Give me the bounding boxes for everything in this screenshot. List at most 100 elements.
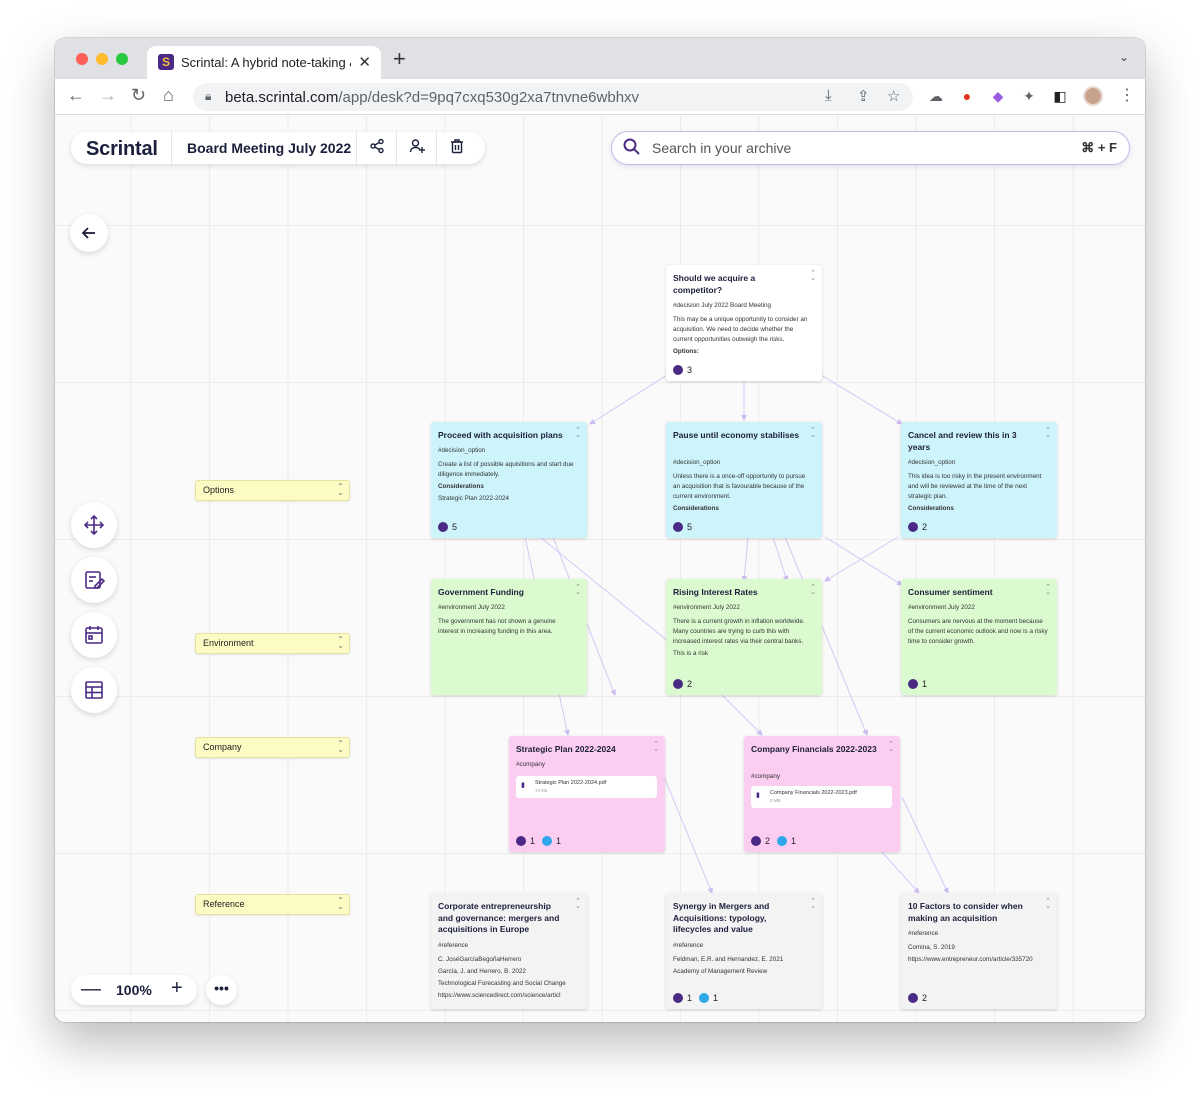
card-acquire-competitor[interactable]: Should we acquire a competitor? ⌃⌄ #deci… xyxy=(666,265,822,381)
card-footer: 1 1 xyxy=(673,993,718,1003)
collapse-icon[interactable]: ⌃⌄ xyxy=(810,270,816,282)
close-tab-icon[interactable]: ✕ xyxy=(358,54,371,71)
lane-label: Options xyxy=(203,485,235,495)
card-footer: 1 1 xyxy=(516,836,561,846)
add-collaborator-icon[interactable] xyxy=(406,138,428,158)
expand-collapse-icon[interactable]: ⌃⌄ xyxy=(337,635,344,650)
link-count: 1 xyxy=(687,993,693,1003)
scrintal-logo[interactable]: Scrintal xyxy=(86,138,158,160)
collapse-icon[interactable]: ⌃⌄ xyxy=(575,584,581,596)
lane-company[interactable]: Company ⌃⌄ xyxy=(195,737,350,758)
collapse-icon[interactable]: ⌃⌄ xyxy=(810,584,816,596)
card-text: Strategic Plan 2022-2024 xyxy=(438,495,510,502)
card-company-financials[interactable]: Company Financials 2022-2023 ⌃⌄ #company… xyxy=(744,736,900,852)
card-text: Options: xyxy=(673,348,699,355)
collapse-icon[interactable]: ⌃⌄ xyxy=(653,741,659,753)
search-placeholder[interactable]: Search in your archive xyxy=(652,140,792,156)
collapse-icon[interactable]: ⌃⌄ xyxy=(810,898,816,910)
new-card-button[interactable] xyxy=(71,557,117,603)
card-link[interactable]: https://www.entrepreneur.com/article/335… xyxy=(908,956,1033,963)
collapse-icon[interactable]: ⌃⌄ xyxy=(1045,427,1051,439)
move-tool-button[interactable] xyxy=(71,502,117,548)
more-options-button[interactable]: ••• xyxy=(206,975,237,1005)
file-attachment[interactable]: ▮ Company Financials 2022-2023.pdf 2 MB xyxy=(751,786,892,808)
link-icon xyxy=(908,993,918,1003)
profile-avatar[interactable] xyxy=(1083,86,1103,106)
card-footer: 2 xyxy=(673,679,692,689)
back-button[interactable] xyxy=(70,214,108,252)
new-tab-button[interactable]: + xyxy=(393,46,406,71)
side-panel-icon[interactable]: ◧ xyxy=(1053,88,1067,104)
zoom-in-button[interactable]: + xyxy=(171,977,183,999)
bookmark-star-icon[interactable]: ☆ xyxy=(887,88,901,105)
link-icon xyxy=(751,836,761,846)
browser-menu-icon[interactable]: ⋮ xyxy=(1119,87,1135,104)
divider xyxy=(396,132,397,164)
pdf-file-icon: ▮ xyxy=(521,782,525,789)
calendar-button[interactable] xyxy=(71,612,117,658)
link-count: 1 xyxy=(530,836,536,846)
browser-toolbar: ← → ↻ ⌂ 🔒︎ beta.scrintal.com/app/desk?d=… xyxy=(55,79,1145,115)
search-icon xyxy=(622,137,642,157)
collapse-icon[interactable]: ⌃⌄ xyxy=(888,741,894,753)
extensions-puzzle-icon[interactable]: ✦ xyxy=(1023,88,1035,104)
card-footer: 1 xyxy=(908,679,927,689)
card-link[interactable]: https://www.sciencedirect.com/science/ar… xyxy=(438,992,561,999)
card-pause-economy[interactable]: Pause until economy stabilises ⌃⌄ #decis… xyxy=(666,422,822,538)
expand-collapse-icon[interactable]: ⌃⌄ xyxy=(337,739,344,754)
lane-environment[interactable]: Environment ⌃⌄ xyxy=(195,633,350,654)
collapse-icon[interactable]: ⌃⌄ xyxy=(575,427,581,439)
archive-search[interactable]: Search in your archive ⌘ + F xyxy=(611,131,1130,165)
card-title: Cancel and review this in 3 years xyxy=(908,430,1017,452)
browser-tab[interactable]: S Scrintal: A hybrid note-taking & ✕ xyxy=(147,46,381,79)
card-proceed-acquisition[interactable]: Proceed with acquisition plans ⌃⌄ #decis… xyxy=(431,422,587,538)
close-window-button[interactable] xyxy=(76,53,88,65)
card-rising-interest-rates[interactable]: Rising Interest Rates ⌃⌄ #environment Ju… xyxy=(666,579,822,695)
minimize-window-button[interactable] xyxy=(96,53,108,65)
connector xyxy=(784,536,868,736)
red-extension-icon[interactable]: ● xyxy=(962,88,972,104)
maximize-window-button[interactable] xyxy=(116,53,128,65)
home-icon[interactable]: ⌂ xyxy=(163,85,174,105)
card-strategic-plan[interactable]: Strategic Plan 2022-2024 ⌃⌄ #company ▮ S… xyxy=(509,736,665,852)
collapse-icon[interactable]: ⌃⌄ xyxy=(1045,584,1051,596)
lane-options[interactable]: Options ⌃⌄ xyxy=(195,480,350,501)
trash-icon[interactable] xyxy=(446,138,468,158)
color-extension-icon[interactable]: ◆ xyxy=(992,88,1004,104)
forward-arrow-icon[interactable]: → xyxy=(99,85,117,105)
link-count: 1 xyxy=(922,679,928,689)
share-page-icon[interactable]: ⇪ xyxy=(857,88,870,105)
collapse-icon[interactable]: ⌃⌄ xyxy=(810,427,816,439)
board-title[interactable]: Board Meeting July 2022 xyxy=(187,140,352,156)
expand-collapse-icon[interactable]: ⌃⌄ xyxy=(337,482,344,497)
card-consumer-sentiment[interactable]: Consumer sentiment ⌃⌄ #environment July … xyxy=(901,579,1057,695)
install-app-icon[interactable]: ⤓ xyxy=(825,87,832,104)
tab-list-chevron-icon[interactable]: ⌄ xyxy=(1118,50,1129,64)
file-icon xyxy=(777,836,788,846)
address-bar[interactable]: 🔒︎ beta.scrintal.com/app/desk?d=9pq7cxq5… xyxy=(193,83,913,111)
card-synergy-mergers[interactable]: Synergy in Mergers and Acquisitions: typ… xyxy=(666,893,822,1009)
card-cancel-review[interactable]: Cancel and review this in 3 years ⌃⌄ #de… xyxy=(901,422,1057,538)
file-attachment[interactable]: ▮ Strategic Plan 2022-2024.pdf 74 KB xyxy=(516,776,657,798)
back-arrow-icon[interactable]: ← xyxy=(67,85,85,105)
link-count: 5 xyxy=(452,522,458,532)
card-10-factors[interactable]: 10 Factors to consider when making an ac… xyxy=(901,893,1057,1009)
cloud-extension-icon[interactable]: ☁ xyxy=(929,88,943,104)
zoom-level[interactable]: 100% xyxy=(116,982,152,998)
card-corporate-entrepreneurship[interactable]: Corporate entrepreneurship and governanc… xyxy=(431,893,587,1009)
collapse-icon[interactable]: ⌃⌄ xyxy=(1045,898,1051,910)
card-tags: #decision July 2022 Board Meeting xyxy=(673,302,772,309)
board-canvas[interactable]: Scrintal Board Meeting July 2022 Search … xyxy=(55,115,1145,1022)
card-body: #reference Feldman, E.R. and Hernandez, … xyxy=(673,941,813,979)
reload-icon[interactable]: ↻ xyxy=(131,85,147,105)
card-government-funding[interactable]: Government Funding ⌃⌄ #environment July … xyxy=(431,579,587,695)
lane-reference[interactable]: Reference ⌃⌄ xyxy=(195,894,350,915)
zoom-out-button[interactable]: — xyxy=(81,978,101,1000)
share-icon[interactable] xyxy=(366,138,388,158)
collapse-icon[interactable]: ⌃⌄ xyxy=(575,898,581,910)
table-view-button[interactable] xyxy=(71,667,117,713)
link-count: 2 xyxy=(922,522,928,532)
divider xyxy=(436,132,437,164)
expand-collapse-icon[interactable]: ⌃⌄ xyxy=(337,896,344,911)
card-text: This may be a unique opportunity to cons… xyxy=(673,316,808,343)
